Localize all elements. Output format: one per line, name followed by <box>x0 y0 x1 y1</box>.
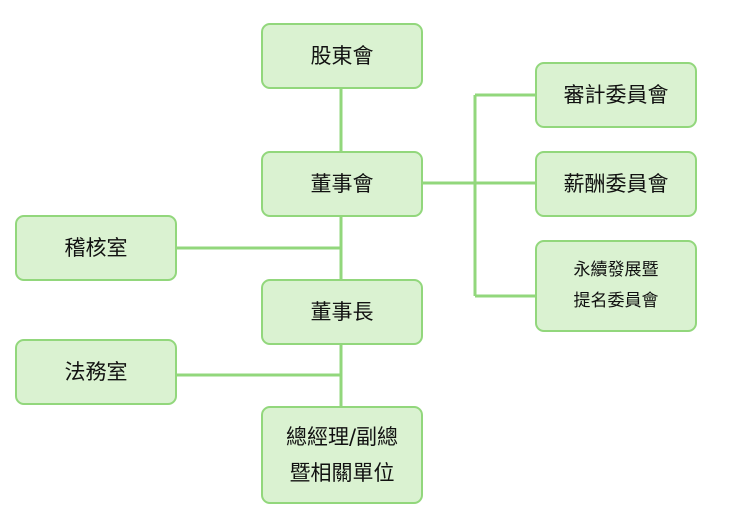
node-legal-office: 法務室 <box>15 339 177 405</box>
node-label: 法務室 <box>64 360 128 384</box>
node-label: 董事會 <box>310 172 374 196</box>
node-label-line-1: 永續發展暨 <box>573 260 659 280</box>
node-audit-office: 稽核室 <box>15 215 177 281</box>
node-sustainability-nomination-committee: 永續發展暨 提名委員會 <box>535 240 697 332</box>
node-label: 稽核室 <box>64 236 128 260</box>
node-label: 股東會 <box>310 44 374 68</box>
node-label: 董事長 <box>310 300 374 324</box>
node-audit-committee: 審計委員會 <box>535 62 697 128</box>
node-label-line-2: 暨相關單位 <box>289 461 395 485</box>
node-chairman: 董事長 <box>261 279 423 345</box>
node-compensation-committee: 薪酬委員會 <box>535 151 697 217</box>
node-label-line-1: 總經理/副總 <box>285 425 399 449</box>
node-label: 審計委員會 <box>563 83 669 107</box>
node-board-of-directors: 董事會 <box>261 151 423 217</box>
node-shareholders-meeting: 股東會 <box>261 23 423 89</box>
node-label-line-2: 提名委員會 <box>573 291 659 311</box>
node-label: 薪酬委員會 <box>563 172 669 196</box>
node-general-manager: 總經理/副總 暨相關單位 <box>261 406 423 504</box>
